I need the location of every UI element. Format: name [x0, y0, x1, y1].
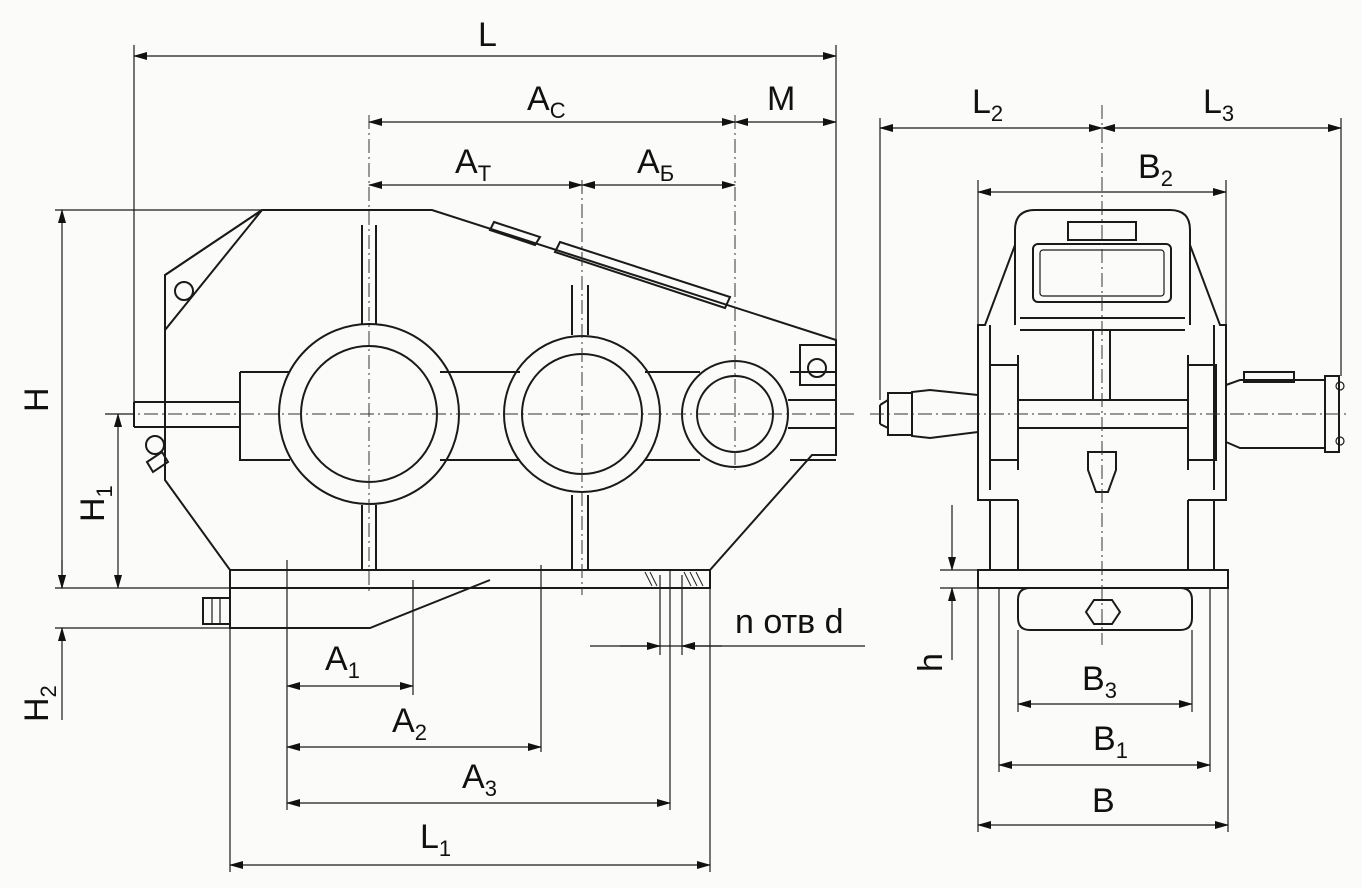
housing-outline — [164, 209, 837, 571]
split-flange — [239, 371, 836, 461]
label-L3: L3 — [1203, 83, 1234, 126]
base-plate — [229, 569, 711, 589]
foot-bolt — [1084, 599, 1122, 625]
label-B3: B3 — [1082, 660, 1117, 703]
side-inspection-cover — [1067, 221, 1137, 241]
bearing-cover-right — [1187, 364, 1217, 461]
label-h: h — [912, 653, 950, 672]
dimension-labels: L M AC AT AБ H H1 H2 A1 A2 A3 L1 n отв d… — [18, 16, 1234, 861]
side-base — [977, 569, 1229, 589]
inspection-cover — [488, 220, 542, 247]
bearing-cover-left — [989, 364, 1019, 461]
label-A2: A2 — [392, 702, 427, 745]
front-view — [120, 115, 855, 629]
rib-1 — [361, 225, 377, 570]
lifting-lug-left — [164, 209, 263, 333]
oil-plug — [145, 435, 165, 455]
label-Ac: AC — [527, 80, 566, 123]
top-cover — [553, 240, 732, 310]
label-L2: L2 — [972, 83, 1003, 126]
label-B1: B1 — [1093, 720, 1128, 763]
oil-gauge — [1087, 451, 1117, 493]
hole-hatching — [644, 571, 704, 587]
label-B: B — [1092, 782, 1115, 820]
side-base-foot — [1017, 587, 1193, 631]
input-shaft — [788, 399, 836, 429]
shaft-key — [1243, 371, 1295, 383]
drain-bolt — [202, 597, 231, 625]
oil-level-indicator — [145, 450, 170, 474]
label-B2: B2 — [1138, 148, 1173, 191]
label-H: H — [18, 387, 56, 412]
lug-hole-left — [174, 281, 194, 301]
lug-hole-right — [807, 358, 827, 378]
label-At: AT — [455, 143, 491, 186]
label-A3: A3 — [462, 758, 497, 801]
side-view — [870, 105, 1350, 645]
label-H1: H1 — [74, 485, 117, 522]
label-H2: H2 — [18, 685, 61, 722]
label-Ab: AБ — [637, 143, 674, 186]
label-A1: A1 — [325, 640, 360, 683]
side-bracket-left — [977, 244, 1018, 501]
lifting-lug-right — [799, 344, 837, 386]
rib-2 — [571, 285, 589, 570]
front-dimension-lines — [58, 52, 837, 869]
side-extension-lines — [879, 118, 1342, 832]
side-dimension-lines — [879, 124, 1342, 829]
label-L1: L1 — [420, 818, 451, 861]
label-holes: n отв d — [735, 603, 844, 641]
label-L: L — [478, 16, 497, 54]
label-M: M — [767, 80, 795, 118]
side-bracket-right — [1188, 244, 1227, 501]
